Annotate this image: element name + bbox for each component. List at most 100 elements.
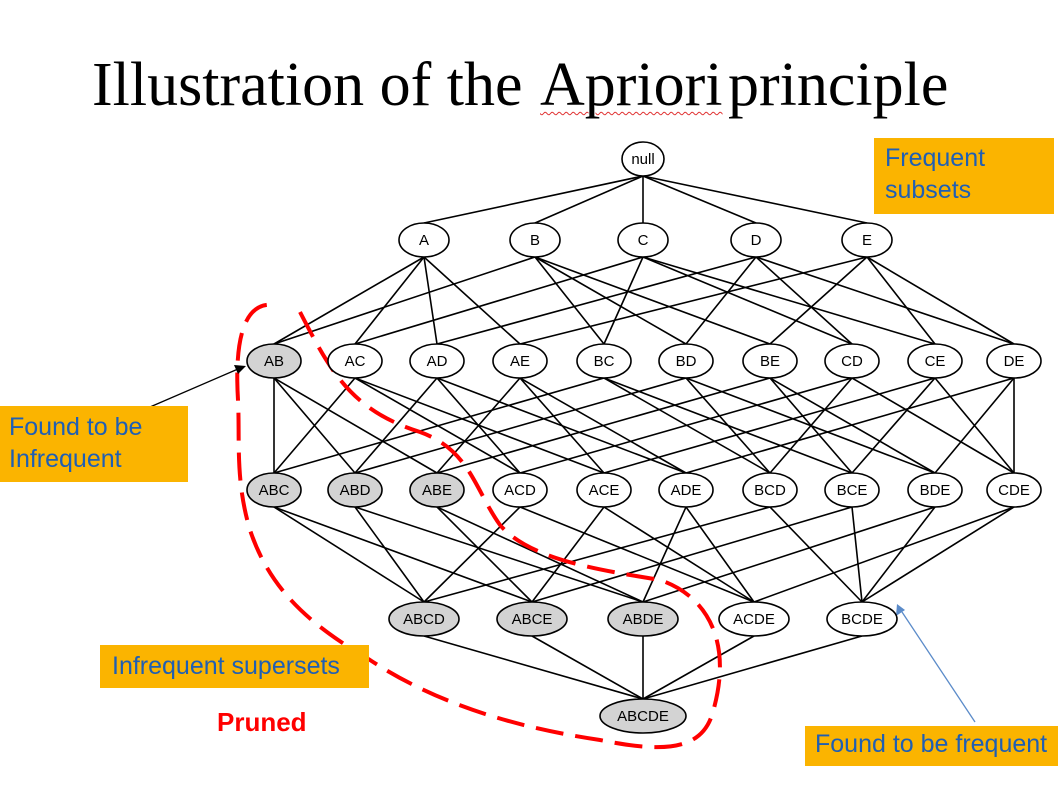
node-d: D <box>730 222 782 258</box>
node-bcde: BCDE <box>826 601 898 637</box>
node-ae-ellipse <box>492 343 548 379</box>
node-bcd-label: BCD <box>754 482 786 499</box>
edge-a-ae <box>423 256 521 345</box>
node-ae: AE <box>492 343 548 379</box>
edge-abd-abcd <box>354 506 425 603</box>
edge-d-de <box>755 256 1015 345</box>
frequent-subsets-callout: Frequent subsets <box>874 138 1054 214</box>
node-bd-ellipse <box>658 343 714 379</box>
infrequent-supersets-callout: Infrequent supersets <box>100 645 369 688</box>
node-abcde: ABCDE <box>599 698 687 734</box>
node-ade-label: ADE <box>671 482 702 499</box>
node-bde-ellipse <box>907 472 963 508</box>
node-bce-label: BCE <box>837 482 868 499</box>
node-abcd-label: ABCD <box>403 611 445 628</box>
node-cde: CDE <box>986 472 1042 508</box>
node-bc-ellipse <box>576 343 632 379</box>
node-a-label: A <box>419 232 429 249</box>
found-frequent-callout: Found to be frequent <box>805 726 1058 766</box>
node-ab-ellipse <box>246 343 302 379</box>
edge-ace-abce <box>531 506 605 603</box>
edge-bd-abd <box>354 377 687 474</box>
node-e: E <box>841 222 893 258</box>
node-ae-label: AE <box>510 353 530 370</box>
edge-b-bc <box>534 256 605 345</box>
edge-abe-abde <box>436 506 644 603</box>
found-infrequent-callout: Found to be Infrequent <box>0 406 188 482</box>
node-bce-ellipse <box>824 472 880 508</box>
node-c-label: C <box>638 232 649 249</box>
edge-c-bc <box>603 256 644 345</box>
node-bcde-label: BCDE <box>841 611 883 628</box>
node-abe-label: ABE <box>422 482 452 499</box>
edge-bcd-abcd <box>423 506 771 603</box>
edge-ac-abc <box>273 377 356 474</box>
node-abce: ABCE <box>496 601 568 637</box>
edge-bd-bcd <box>685 377 771 474</box>
node-ace: ACE <box>576 472 632 508</box>
node-cde-label: CDE <box>998 482 1030 499</box>
node-cd-ellipse <box>824 343 880 379</box>
node-ac-ellipse <box>327 343 383 379</box>
node-abcde-label: ABCDE <box>617 708 669 725</box>
node-ace-ellipse <box>576 472 632 508</box>
edge-ab-abe <box>273 377 438 474</box>
node-bd-label: BD <box>676 353 697 370</box>
node-abde-label: ABDE <box>623 611 664 628</box>
edge-bde-bcde <box>861 506 936 603</box>
edge-acde-abcde <box>642 635 755 700</box>
edge-ce-ace <box>603 377 936 474</box>
edge-d-bd <box>685 256 757 345</box>
node-de-label: DE <box>1004 353 1025 370</box>
edge-acd-abcd <box>423 506 521 603</box>
edge-b-ab <box>273 256 536 345</box>
node-c: C <box>617 222 669 258</box>
node-null: null <box>621 141 665 177</box>
pruned-region-boundary <box>235 302 722 750</box>
node-bc-label: BC <box>594 353 615 370</box>
edge-e-ce <box>866 256 936 345</box>
edge-bce-abce <box>531 506 853 603</box>
node-abce-label: ABCE <box>512 611 553 628</box>
node-bce: BCE <box>824 472 880 508</box>
node-acde-ellipse <box>718 601 790 637</box>
node-ce: CE <box>907 343 963 379</box>
node-abe-ellipse <box>409 472 465 508</box>
edge-abcd-abcde <box>423 635 644 700</box>
edge-a-ac <box>354 256 425 345</box>
lattice-edges <box>273 175 1015 700</box>
edge-b-bd <box>534 256 687 345</box>
found-infrequent-arrow <box>149 368 239 408</box>
node-abd-ellipse <box>327 472 383 508</box>
title-part-1: Illustration of the <box>92 51 523 119</box>
node-bde: BDE <box>907 472 963 508</box>
node-a: A <box>398 222 450 258</box>
edge-c-ce <box>642 256 936 345</box>
edge-ade-abde <box>642 506 687 603</box>
edge-null-b <box>534 175 644 224</box>
edge-abe-abce <box>436 506 533 603</box>
edge-a-ad <box>423 256 438 345</box>
edge-e-de <box>866 256 1015 345</box>
edge-bcde-abcde <box>642 635 863 700</box>
edge-d-ad <box>436 256 757 345</box>
node-cde-ellipse <box>986 472 1042 508</box>
node-ad-ellipse <box>409 343 465 379</box>
title-part-3: principle <box>728 51 949 119</box>
node-d-ellipse <box>730 222 782 258</box>
edge-bce-bcde <box>851 506 863 603</box>
edge-b-be <box>534 256 771 345</box>
edge-null-d <box>642 175 757 224</box>
node-bde-label: BDE <box>920 482 951 499</box>
node-abcd-ellipse <box>388 601 460 637</box>
node-be-label: BE <box>760 353 780 370</box>
edge-bcd-bcde <box>769 506 863 603</box>
node-be: BE <box>742 343 798 379</box>
edge-ad-abd <box>354 377 438 474</box>
found-frequent-arrow <box>901 611 976 723</box>
node-acde: ACDE <box>718 601 790 637</box>
edge-null-a <box>423 175 644 224</box>
node-bcd-ellipse <box>742 472 798 508</box>
